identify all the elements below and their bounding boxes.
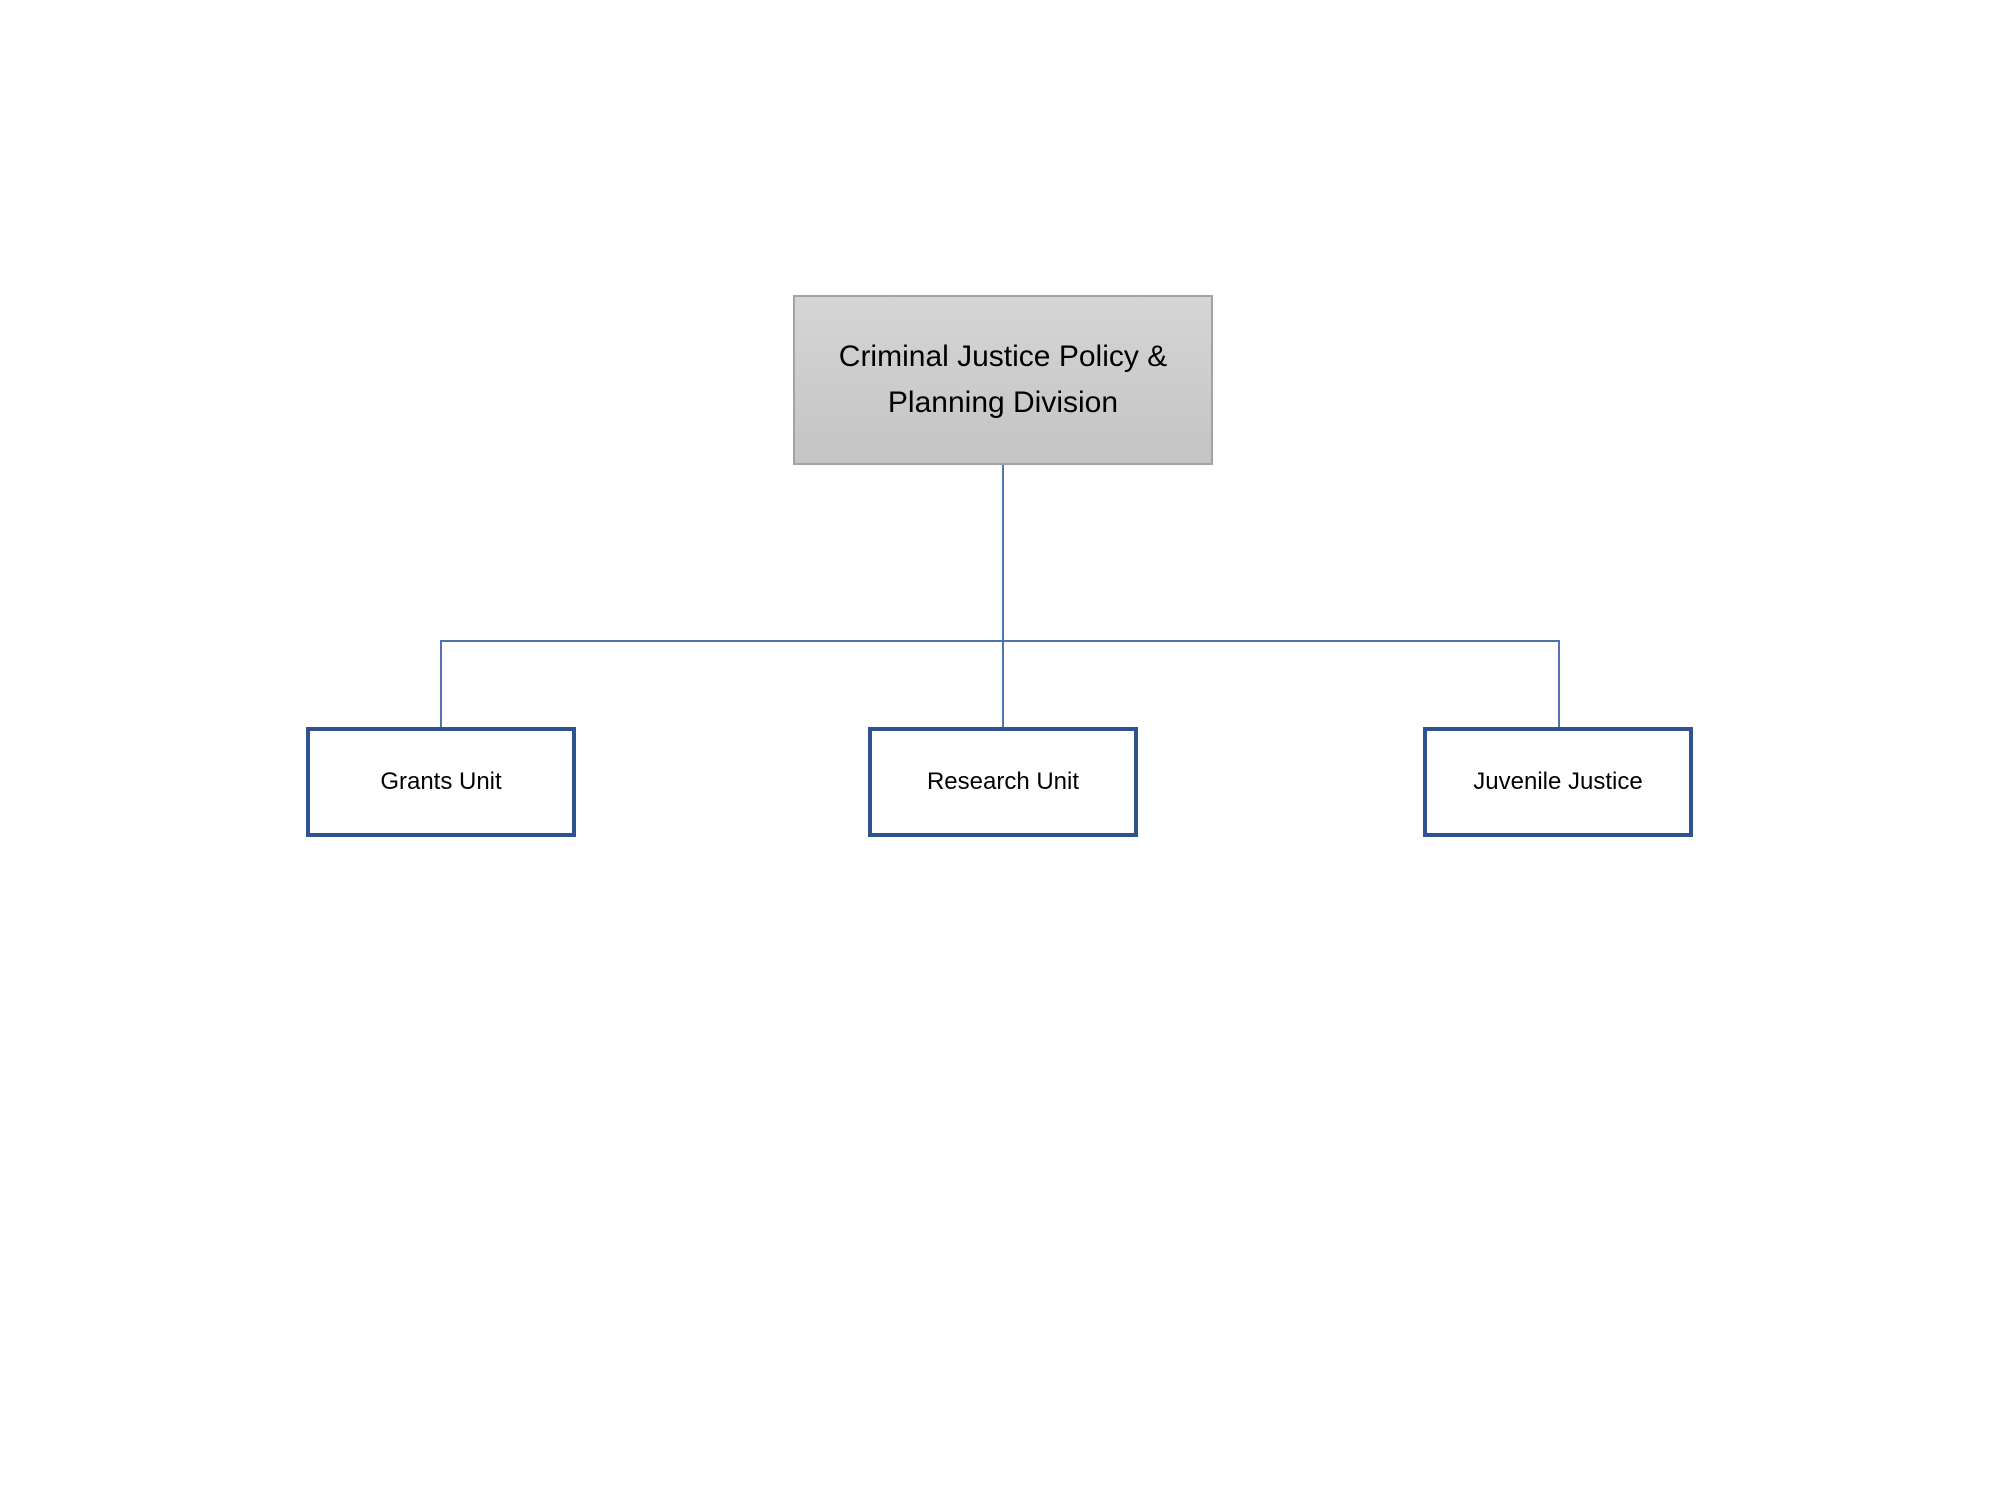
connector-root-to-research <box>1002 465 1004 727</box>
org-node-grants-unit: Grants Unit <box>306 727 576 837</box>
org-node-grants-unit-label: Grants Unit <box>380 768 502 795</box>
org-node-juvenile-justice-label: Juvenile Justice <box>1473 768 1643 795</box>
org-node-division: Criminal Justice Policy & Planning Divis… <box>793 295 1213 465</box>
connector-horizontal-bus <box>440 640 1560 642</box>
connector-drop-juvenile <box>1558 640 1560 727</box>
org-node-research-unit-label: Research Unit <box>926 768 1080 795</box>
org-node-juvenile-justice: Juvenile Justice <box>1423 727 1693 837</box>
org-node-division-label-line2: Planning Division <box>887 386 1119 419</box>
connector-drop-grants <box>440 640 442 727</box>
org-node-division-label-line1: Criminal Justice Policy & <box>838 340 1168 373</box>
org-node-research-unit: Research Unit <box>868 727 1138 837</box>
